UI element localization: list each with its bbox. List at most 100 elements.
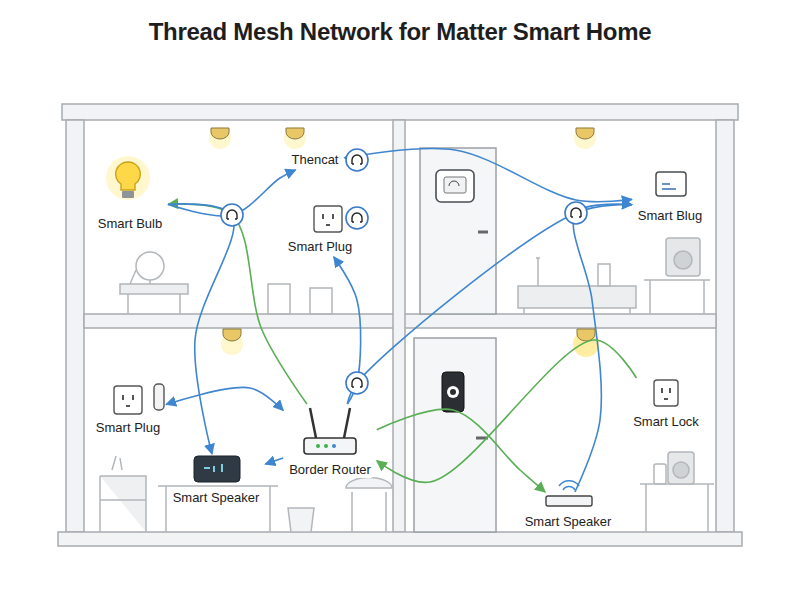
furniture (100, 238, 714, 532)
smart-bulb-icon (106, 156, 150, 200)
ceiling-lamp (577, 329, 595, 341)
relay-glyph (227, 210, 237, 219)
device-node: Smart Bulb (92, 162, 168, 234)
furniture (644, 280, 710, 314)
door (476, 232, 488, 438)
device-label: Smart Lock (631, 414, 701, 430)
smart-bulb-icon (122, 191, 134, 198)
border-router-icon (332, 444, 336, 448)
device-node: Border Router (283, 404, 377, 480)
mesh-connector (377, 340, 637, 482)
house-structure (716, 120, 734, 532)
relay-glyph (352, 213, 362, 222)
device-label: Smart Bulb (96, 216, 164, 232)
furniture (654, 464, 666, 484)
thermostat-icon (436, 170, 474, 202)
border-router-icon (316, 444, 320, 448)
furniture (346, 478, 392, 532)
thread-relay-node (346, 372, 368, 394)
device-label: Smart Speaker (171, 490, 262, 506)
smart-plug-icon (314, 206, 342, 232)
thermostat-icon (436, 170, 474, 202)
thermostat-icon (444, 177, 466, 193)
device-node: Thencat (286, 150, 345, 170)
furniture (673, 462, 689, 478)
border-router-icon (304, 408, 356, 454)
furniture (666, 238, 700, 276)
smart-speaker-icon (194, 456, 240, 482)
furniture (640, 484, 714, 532)
smart-plug-icon (654, 380, 678, 406)
house-structure (62, 104, 738, 120)
house-structure (58, 532, 742, 546)
thread-relay-node (221, 204, 243, 226)
smart-display-icon (656, 172, 686, 196)
smart-display-icon (656, 172, 686, 196)
smart-lock-icon (450, 389, 456, 395)
smart-plug-icon (662, 388, 670, 399)
furniture (158, 486, 278, 532)
relay-glyph (352, 155, 362, 164)
thread-relay-node (346, 207, 368, 229)
furniture (598, 264, 610, 286)
smart-speaker-icon (204, 464, 222, 472)
mesh-connector (347, 205, 631, 404)
house-structure (66, 120, 84, 532)
thread-relay-node (346, 149, 368, 171)
device-node: Smart Plug (282, 206, 358, 257)
door (414, 148, 496, 532)
house-structure (58, 104, 742, 546)
furniture (100, 476, 146, 532)
mesh-connector (344, 149, 631, 202)
furniture (310, 288, 332, 314)
smart-lock-icon (442, 372, 464, 412)
thread-relay-node (221, 149, 587, 394)
thermostat-icon (449, 181, 459, 186)
smart-display-icon (662, 184, 676, 189)
ceiling-lamp (211, 128, 229, 139)
ceiling-lamp (209, 127, 599, 357)
furniture (674, 251, 692, 269)
furniture (136, 252, 164, 280)
device-label: Thencat (290, 152, 341, 168)
smart-plug-icon (154, 384, 164, 410)
door (414, 338, 496, 532)
furniture (518, 286, 636, 314)
ceiling-lamp (576, 128, 594, 139)
ceiling-lamp (286, 128, 304, 139)
ceiling-lamp (284, 127, 306, 149)
house-structure (393, 120, 405, 532)
furniture (668, 452, 694, 484)
device-node: Smart Lock (627, 378, 705, 432)
device-node: Smart Speaker (519, 492, 618, 532)
device-node: Smart Speaker (167, 454, 266, 508)
furniture (288, 508, 314, 532)
relay-glyph (352, 378, 362, 387)
mesh-connector (573, 204, 632, 492)
furniture (536, 258, 540, 286)
border-router-icon (324, 444, 328, 448)
furniture (128, 294, 180, 314)
mesh-connector (265, 458, 283, 464)
mesh-connector (166, 387, 283, 410)
relay-glyph (227, 155, 581, 387)
smart-speaker-icon (546, 496, 592, 506)
relay-glyph (571, 208, 581, 217)
mesh-connector (168, 204, 307, 404)
device-label: Smart Speaker (523, 514, 614, 530)
ceiling-lamp (574, 127, 596, 149)
smart-plug-icon (114, 386, 142, 414)
mesh-connector (377, 409, 545, 492)
border-router-icon (310, 408, 350, 438)
furniture (268, 284, 290, 314)
furniture (120, 284, 188, 294)
device-label: Smart Blug (636, 208, 704, 224)
smart-lock-icon (442, 372, 464, 412)
device-node: Smart Plug (90, 386, 166, 438)
furniture (130, 270, 150, 284)
smart-bulb-icon (116, 162, 141, 190)
thread-relay-node (565, 202, 587, 224)
